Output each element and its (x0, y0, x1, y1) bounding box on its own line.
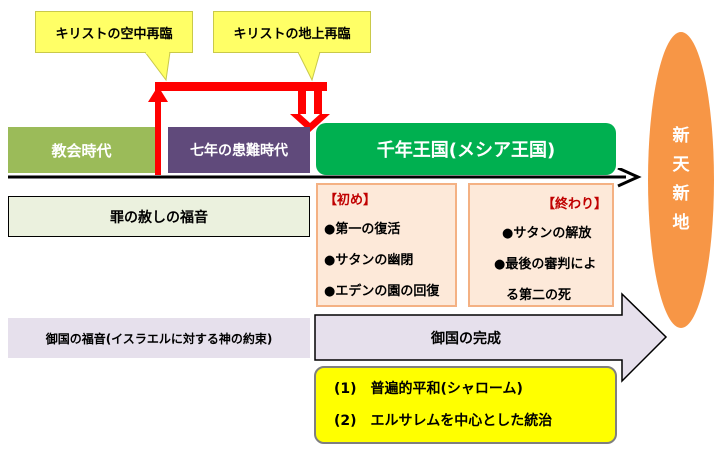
nhne-char-3: 新 (672, 184, 690, 204)
era-tribulation: 七年の患難時代 (168, 127, 310, 173)
kingdom-features-box: (1) 普遍的平和(シャローム) (2) エルサレムを中心とした統治 (314, 366, 617, 444)
timeline-axis (8, 168, 642, 188)
kingdom-gospel-label: 御国の福音(イスラエルに対する神の約束) (45, 331, 273, 346)
rapture-to-return-arrow (148, 82, 330, 175)
kingdom-feature: (2) エルサレムを中心とした統治 (334, 413, 553, 429)
millennium-start-item: ●サタンの幽閉 (324, 253, 414, 268)
era-millennium: 千年王国(メシア王国) (316, 123, 616, 175)
millennium-end-title: 【終わり】 (542, 197, 608, 212)
millennium-end-item: ●サタンの解放 (502, 226, 592, 241)
era-church-label: 教会時代 (51, 141, 112, 160)
nhne-char-2: 天 (672, 155, 690, 175)
millennium-end-item: ●最後の審判によ (494, 257, 597, 272)
new-heaven-new-earth: 新 天 新 地 (648, 32, 714, 328)
kingdom-completion-label: 御国の完成 (316, 315, 616, 361)
kingdom-completion-arrow (314, 292, 668, 383)
era-millennium-label: 千年王国(メシア王国) (376, 140, 556, 161)
kingdom-gospel-box: 御国の福音(イスラエルに対する神の約束) (8, 318, 310, 358)
rapture-callout-tail (144, 52, 171, 82)
second-coming-callout-tail (297, 52, 321, 82)
millennium-start-box: 【初め】 ●第一の復活 ●サタンの幽閉 ●エデンの園の回復 (316, 183, 457, 307)
millennium-start-title: 【初め】 (324, 193, 377, 208)
second-coming-callout: キリストの地上再臨 (213, 11, 371, 53)
kingdom-completion-text: 御国の完成 (431, 331, 501, 347)
era-tribulation-label: 七年の患難時代 (190, 143, 288, 159)
kingdom-feature: (1) 普遍的平和(シャローム) (334, 381, 523, 397)
nhne-char-1: 新 (672, 126, 690, 146)
era-church: 教会時代 (8, 127, 155, 173)
millennium-end-box: 【終わり】 ●サタンの解放 ●最後の審判によ る第二の死 (468, 183, 614, 307)
millennium-start-item: ●第一の復活 (324, 222, 401, 237)
second-coming-label: キリストの地上再臨 (233, 26, 351, 42)
rapture-callout: キリストの空中再臨 (35, 11, 193, 53)
millennium-end-item-cont: る第二の死 (506, 288, 572, 303)
nhne-char-4: 地 (672, 213, 690, 233)
millennium-start-item: ●エデンの園の回復 (324, 284, 440, 299)
gospel-forgiveness-box: 罪の赦しの福音 (8, 196, 310, 237)
gospel-forgiveness-label: 罪の赦しの福音 (110, 209, 208, 226)
rapture-label: キリストの空中再臨 (55, 26, 173, 42)
